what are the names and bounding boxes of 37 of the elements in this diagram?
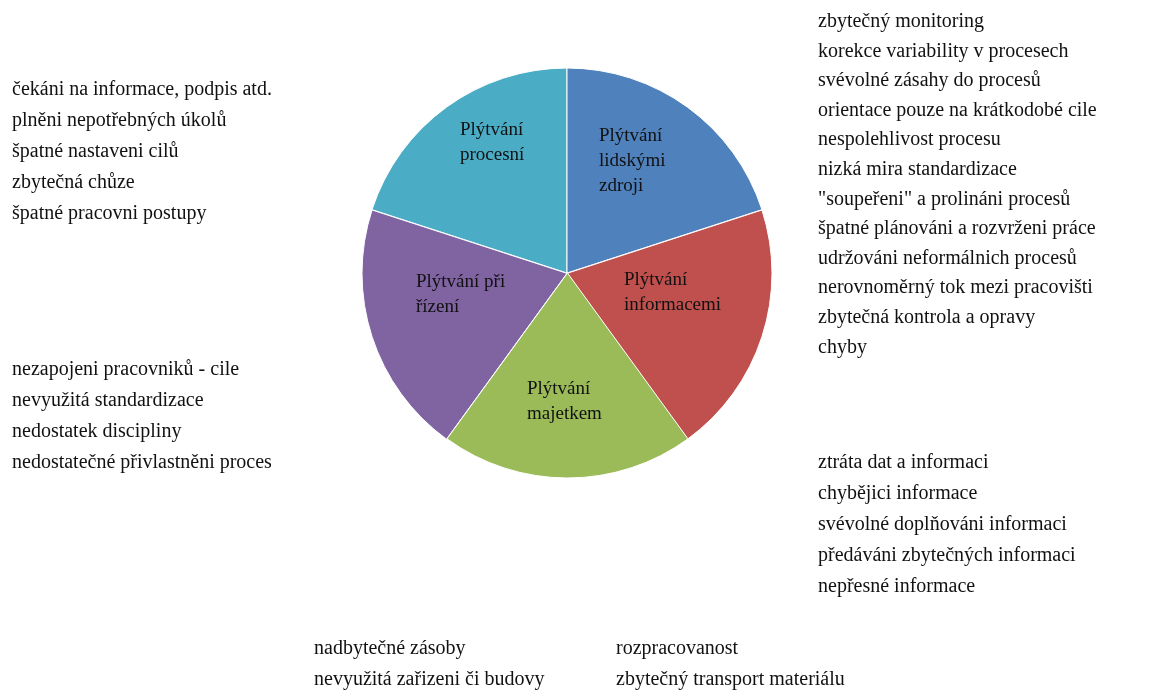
waste-cause-text: nepřesné informace <box>818 573 976 597</box>
waste-cause-text: zbytečná kontrola a opravy <box>818 304 1036 328</box>
waste-cause-text: zbytečný monitoring <box>818 8 985 32</box>
waste-cause-text: čekáni na informace, podpis atd. <box>12 76 272 100</box>
waste-cause-text: nedostatek discipliny <box>12 418 182 442</box>
waste-cause-text: nedostatečné přivlastněni proces <box>12 449 272 473</box>
waste-cause-text: zbytečný transport materiálu <box>616 666 845 690</box>
waste-cause-text: svévolné zásahy do procesů <box>818 67 1041 92</box>
waste-cause-text: nadbytečné zásoby <box>314 635 466 659</box>
waste-cause-text: nevyužitá standardizace <box>12 387 204 411</box>
waste-cause-text: zbytečná chůze <box>12 169 135 193</box>
waste-cause-text: ztráta dat a informaci <box>818 449 989 473</box>
waste-cause-text: chyby <box>818 333 867 358</box>
waste-cause-text: předáváni zbytečných informaci <box>818 542 1076 566</box>
waste-cause-text: nespolehlivost procesu <box>818 126 1001 151</box>
waste-cause-text: špatné nastaveni cilů <box>12 138 179 162</box>
waste-cause-text: nizká mira standardizace <box>818 156 1017 180</box>
waste-cause-text: nevyužitá zařizeni či budovy <box>314 666 545 690</box>
waste-cause-text: plněni nepotřebných úkolů <box>12 107 227 131</box>
slice-label: Plýtvání majetkem <box>527 376 603 425</box>
waste-cause-text: orientace pouze na krátkodobé cile <box>818 96 1097 121</box>
waste-cause-text: nezapojeni pracovniků - cile <box>12 356 240 380</box>
waste-cause-text: udržováni neformálnich procesů <box>818 244 1077 269</box>
slice-label: Plýtvání informacemi <box>624 267 723 316</box>
waste-cause-text: chybějici informace <box>818 480 978 504</box>
slice-label: Plýtvání lidskými zdroji <box>599 123 667 197</box>
waste-cause-text: korekce variability v procesech <box>818 37 1069 62</box>
waste-cause-text: "soupeřeni" a prolináni procesů <box>818 185 1071 210</box>
waste-cause-text: špatné pracovni postupy <box>12 200 207 224</box>
waste-cause-text: rozpracovanost <box>616 635 739 659</box>
waste-cause-text: nerovnoměrný tok mezi pracovišti <box>818 274 1093 299</box>
waste-cause-text: svévolné doplňováni informaci <box>818 511 1067 535</box>
slice-label: Plýtvání procesní <box>460 117 526 166</box>
waste-cause-text: špatné plánováni a rozvrženi práce <box>818 215 1096 240</box>
pie-slice <box>567 68 762 273</box>
pie-slice <box>372 68 567 273</box>
slice-label: Plýtvání při řízení <box>416 269 507 318</box>
